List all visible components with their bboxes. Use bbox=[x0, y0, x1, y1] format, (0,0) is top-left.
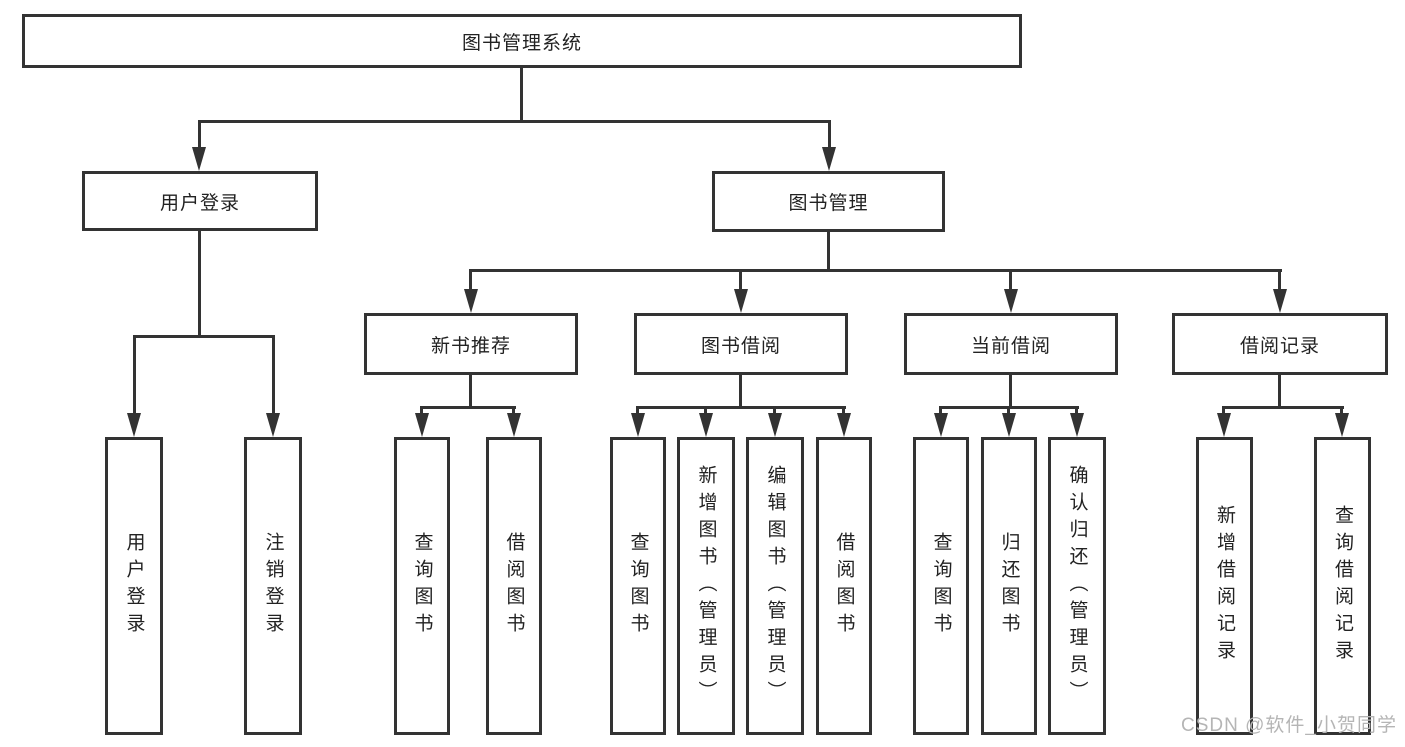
arrow-down-icon bbox=[1335, 413, 1349, 437]
arrow-down-icon bbox=[631, 413, 645, 437]
connector-line bbox=[739, 375, 742, 408]
connector-line bbox=[739, 269, 742, 292]
connector-line bbox=[636, 406, 639, 416]
connector-line bbox=[939, 406, 942, 416]
node-library-management-system: 图书管理系统 bbox=[22, 14, 1022, 68]
node-label: 借阅记录 bbox=[1239, 335, 1320, 357]
leaf-return-books: 归还图书 bbox=[981, 437, 1037, 735]
arrow-down-icon bbox=[1002, 413, 1016, 437]
connector-line bbox=[1009, 269, 1012, 292]
node-new-book-recommendation: 新书推荐 bbox=[364, 313, 578, 375]
arrow-down-icon bbox=[768, 413, 782, 437]
leaf-recommend-borrow-books: 借阅图书 bbox=[486, 437, 542, 735]
connector-line bbox=[842, 406, 845, 416]
node-label: 查询图书 bbox=[930, 532, 952, 640]
arrow-down-icon bbox=[822, 147, 836, 171]
leaf-confirm-return-admin: 确认归还（管理员） bbox=[1048, 437, 1106, 735]
connector-line bbox=[198, 231, 201, 338]
node-book-borrowing: 图书借阅 bbox=[634, 313, 848, 375]
arrow-down-icon bbox=[1273, 289, 1287, 313]
node-label: 查询图书 bbox=[411, 532, 433, 640]
connector-line bbox=[1222, 406, 1344, 409]
node-label: 查询借阅记录 bbox=[1332, 505, 1353, 667]
connector-line bbox=[1009, 375, 1012, 408]
node-label: 借阅图书 bbox=[833, 532, 855, 640]
connector-line bbox=[198, 120, 201, 150]
arrow-down-icon bbox=[699, 413, 713, 437]
connector-line bbox=[133, 335, 136, 416]
node-borrowing-records: 借阅记录 bbox=[1172, 313, 1388, 375]
node-label: 新增借阅记录 bbox=[1214, 505, 1235, 667]
connector-line bbox=[421, 406, 516, 409]
connector-line bbox=[1278, 375, 1281, 408]
leaf-borrowing-query-books: 查询图书 bbox=[610, 437, 666, 735]
arrow-down-icon bbox=[464, 289, 478, 313]
connector-line bbox=[272, 335, 275, 416]
arrow-down-icon bbox=[127, 413, 141, 437]
csdn-watermark: CSDN @软件_小贺同学 bbox=[1181, 715, 1397, 736]
connector-line bbox=[470, 269, 1282, 272]
node-label: 新增图书（管理员） bbox=[695, 464, 717, 708]
connector-line bbox=[133, 335, 275, 338]
leaf-edit-books-admin: 编辑图书（管理员） bbox=[746, 437, 804, 735]
connector-line bbox=[469, 269, 472, 292]
node-label: 图书管理系统 bbox=[461, 32, 582, 54]
arrow-down-icon bbox=[507, 413, 521, 437]
node-label: 用户登录 bbox=[123, 532, 145, 640]
node-label: 图书借阅 bbox=[700, 335, 781, 357]
node-label: 查询图书 bbox=[627, 532, 649, 640]
connector-line bbox=[420, 406, 423, 416]
leaf-borrowing-borrow-books: 借阅图书 bbox=[816, 437, 872, 735]
leaf-recommend-query-books: 查询图书 bbox=[394, 437, 450, 735]
leaf-query-borrow-record: 查询借阅记录 bbox=[1314, 437, 1371, 735]
node-label: 图书管理 bbox=[788, 193, 869, 214]
connector-line bbox=[636, 406, 846, 409]
arrow-down-icon bbox=[1004, 289, 1018, 313]
leaf-logout: 注销登录 bbox=[244, 437, 302, 735]
connector-line bbox=[520, 68, 523, 120]
arrow-down-icon bbox=[734, 289, 748, 313]
connector-line bbox=[704, 406, 707, 416]
connector-line bbox=[1222, 406, 1225, 416]
node-label: 注销登录 bbox=[262, 532, 284, 640]
node-label: 借阅图书 bbox=[503, 532, 525, 640]
node-current-borrowing: 当前借阅 bbox=[904, 313, 1118, 375]
connector-line bbox=[1007, 406, 1010, 416]
connector-line bbox=[1278, 269, 1281, 292]
node-label: 确认归还（管理员） bbox=[1066, 464, 1088, 708]
node-book-management: 图书管理 bbox=[712, 171, 945, 232]
node-label: 新书推荐 bbox=[430, 335, 511, 357]
node-label: 当前借阅 bbox=[970, 335, 1051, 357]
leaf-current-query-books: 查询图书 bbox=[913, 437, 969, 735]
connector-line bbox=[1075, 406, 1078, 416]
connector-line bbox=[773, 406, 776, 416]
arrow-down-icon bbox=[934, 413, 948, 437]
arrow-down-icon bbox=[1070, 413, 1084, 437]
leaf-user-login: 用户登录 bbox=[105, 437, 163, 735]
node-label: 归还图书 bbox=[998, 532, 1020, 640]
node-label: 编辑图书（管理员） bbox=[764, 464, 786, 708]
arrow-down-icon bbox=[837, 413, 851, 437]
leaf-add-books-admin: 新增图书（管理员） bbox=[677, 437, 735, 735]
leaf-add-borrow-record: 新增借阅记录 bbox=[1196, 437, 1253, 735]
connector-line bbox=[198, 120, 831, 123]
connector-line bbox=[469, 375, 472, 408]
arrow-down-icon bbox=[415, 413, 429, 437]
connector-line bbox=[1340, 406, 1343, 416]
connector-line bbox=[827, 232, 830, 272]
connector-line bbox=[828, 120, 831, 150]
arrow-down-icon bbox=[266, 413, 280, 437]
node-user-login: 用户登录 bbox=[82, 171, 318, 231]
connector-line bbox=[512, 406, 515, 416]
node-label: 用户登录 bbox=[159, 192, 240, 214]
arrow-down-icon bbox=[1217, 413, 1231, 437]
arrow-down-icon bbox=[192, 147, 206, 171]
